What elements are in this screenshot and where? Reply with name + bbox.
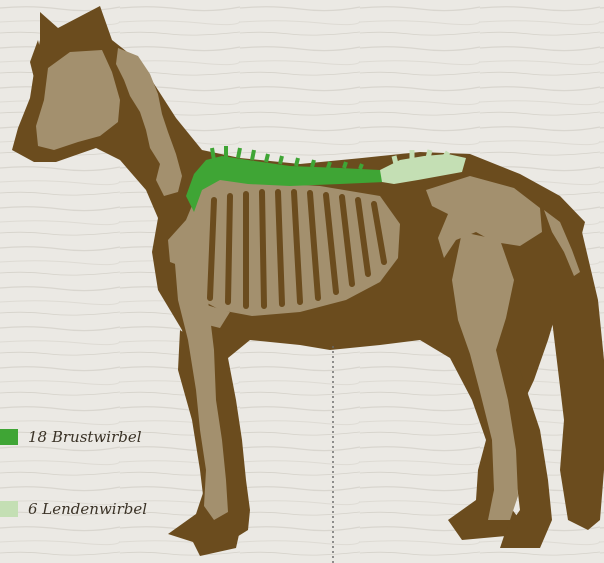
legend-label-lumbar: 6 Lendenwirbel (28, 500, 147, 518)
legend-item-lumbar: 6 Lendenwirbel (0, 500, 147, 518)
legend-swatch-thoracic (0, 429, 18, 445)
legend-label-thoracic: 18 Brustwirbel (28, 428, 142, 446)
legend-swatch-lumbar (0, 501, 18, 517)
legend-item-thoracic: 18 Brustwirbel (0, 428, 142, 446)
